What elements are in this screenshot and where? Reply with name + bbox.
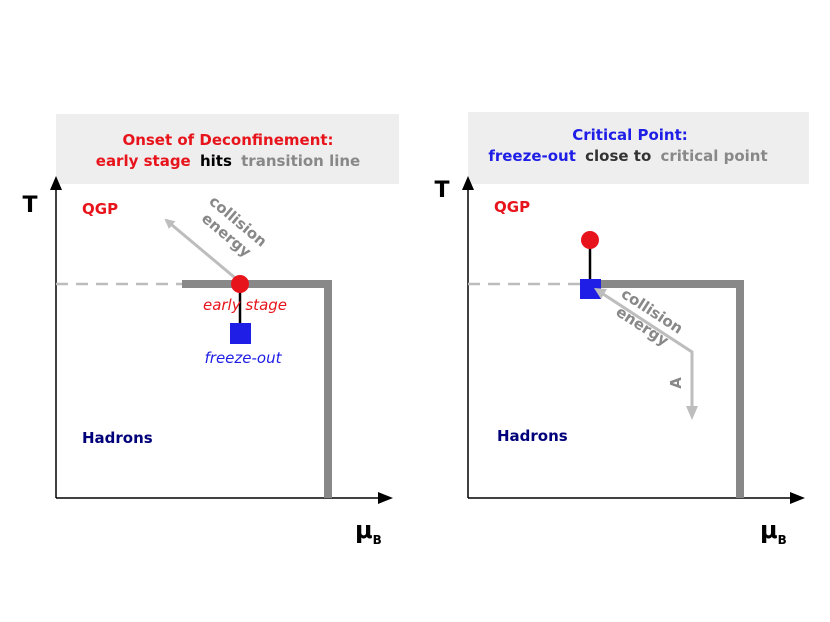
right-diagram: Critical Point: freeze-out close to crit…: [434, 112, 809, 547]
right-y-arrow: [462, 176, 474, 190]
left-early-stage-dot: [231, 275, 249, 293]
left-early-stage-label: early stage: [203, 296, 287, 314]
right-x-label: μB: [760, 516, 787, 547]
left-freeze-out-label: freeze-out: [205, 349, 283, 367]
right-title-box: [468, 112, 809, 184]
left-y-arrow: [50, 176, 62, 190]
left-title-box: [56, 114, 399, 184]
left-x-arrow: [378, 492, 393, 504]
left-diagram: Onset of Deconfinement: early stage hits…: [22, 114, 399, 547]
left-x-label: μB: [355, 516, 382, 547]
right-collision-arrow-path: [599, 290, 694, 410]
left-title-line1: Onset of Deconfinement:: [122, 131, 333, 149]
right-title-line1: Critical Point:: [572, 126, 688, 144]
left-title-line2: early stage hits transition line: [96, 152, 360, 170]
left-y-label: T: [22, 193, 37, 218]
right-collision-arrow-head-down: [686, 406, 698, 420]
right-x-arrow: [790, 492, 805, 504]
right-freeze-out-square: [580, 279, 601, 299]
left-collision-arrow: [164, 218, 241, 284]
right-title-line2: freeze-out close to critical point: [488, 147, 767, 165]
right-qgp-label: QGP: [494, 198, 530, 216]
right-transition-line: [586, 280, 744, 498]
right-arrow-labels: collision energy: [613, 285, 687, 350]
right-y-label: T: [434, 178, 449, 203]
left-hadrons-label: Hadrons: [82, 429, 153, 447]
right-a-label: A: [667, 377, 685, 389]
right-collision-arrow-head-up: [594, 288, 607, 299]
left-freeze-out-square: [230, 323, 251, 344]
left-transition-line: [182, 280, 332, 498]
right-early-stage-dot: [581, 231, 599, 249]
right-hadrons-label: Hadrons: [497, 427, 568, 445]
left-qgp-label: QGP: [82, 200, 118, 218]
